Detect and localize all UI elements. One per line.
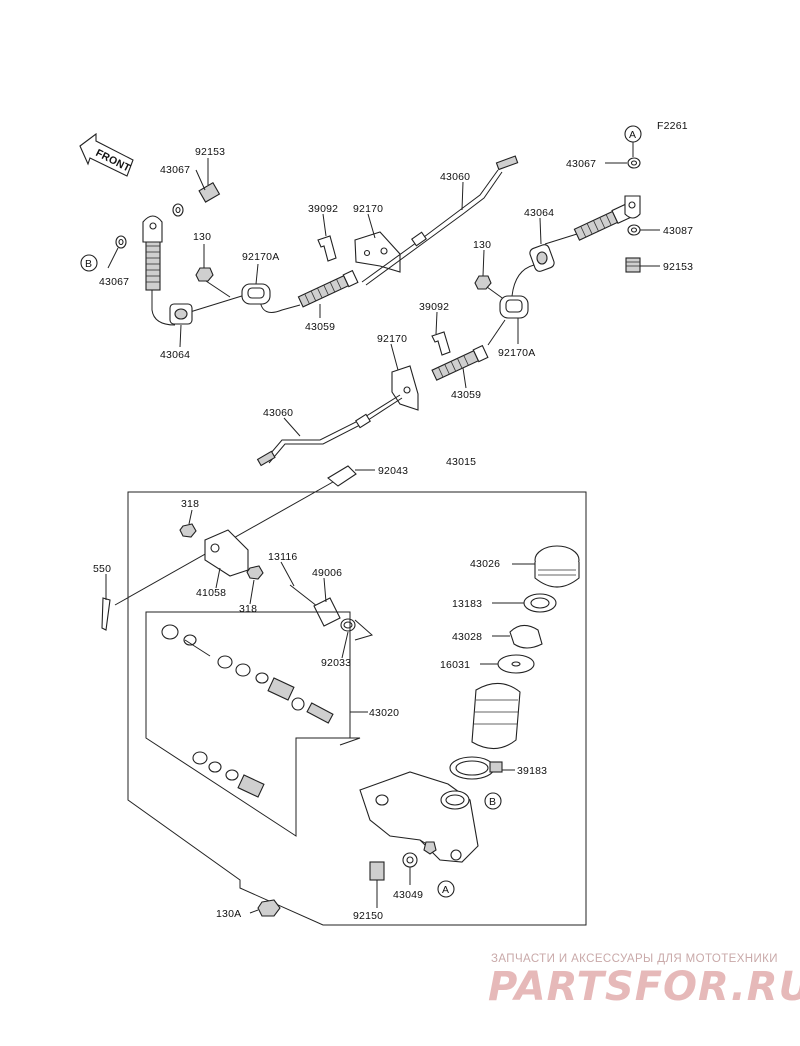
label-92170-t: 92170	[353, 203, 383, 215]
callout-b-bottom: B	[484, 792, 502, 810]
label-92170A-l: 92170A	[242, 251, 279, 263]
label-92170-m: 92170	[377, 333, 407, 345]
label-43049: 43049	[393, 889, 423, 901]
label-43067-l: 43067	[99, 276, 129, 288]
label-43059-l: 43059	[305, 321, 335, 333]
left-cable-assembly	[115, 155, 519, 326]
label-16031: 16031	[440, 659, 470, 671]
label-43026: 43026	[470, 558, 500, 570]
label-49006: 49006	[312, 567, 342, 579]
label-43020: 43020	[369, 707, 399, 719]
label-43060-l: 43060	[263, 407, 293, 419]
label-39092-t: 39092	[308, 203, 338, 215]
leader-lines	[105, 142, 660, 914]
right-cable-assembly	[256, 157, 641, 467]
label-92170A-r: 92170A	[498, 347, 535, 359]
label-43064-l: 43064	[160, 349, 190, 361]
label-130-r: 130	[473, 239, 491, 251]
diagram-code: F2261	[657, 120, 688, 132]
label-39092-m: 39092	[419, 301, 449, 313]
watermark-tagline: ЗАПЧАСТИ И АКСЕССУАРЫ ДЛЯ МОТОТЕХНИКИ	[491, 953, 778, 965]
label-43087-r: 43087	[663, 225, 693, 237]
label-43064-r: 43064	[524, 207, 554, 219]
label-43067-r: 43067	[566, 158, 596, 170]
master-cylinder-assembly	[101, 465, 587, 926]
label-41058: 41058	[196, 587, 226, 599]
callout-a-top: A	[624, 125, 642, 143]
label-39183: 39183	[517, 765, 547, 777]
threaded-rod-left	[145, 239, 161, 291]
callout-a-bottom: A	[437, 880, 455, 898]
label-92033: 92033	[321, 657, 351, 669]
label-130A: 130A	[216, 908, 241, 920]
watermark-brand: PARTSFOR.RU	[488, 964, 800, 1010]
label-43028: 43028	[452, 631, 482, 643]
label-92153-r: 92153	[663, 261, 693, 273]
label-43059-m: 43059	[451, 389, 481, 401]
label-43015: 43015	[446, 456, 476, 468]
label-43060-t: 43060	[440, 171, 470, 183]
part-labels: 92153 43067 43067 130 92170A 43064 43059…	[93, 146, 693, 922]
label-13116: 13116	[268, 551, 297, 563]
label-92153-tl: 92153	[195, 146, 225, 158]
label-318-t: 318	[181, 498, 199, 510]
svg-text:B: B	[489, 796, 496, 808]
front-arrow-icon: FRONT	[79, 132, 134, 177]
svg-text:A: A	[442, 884, 449, 896]
label-130-l: 130	[193, 231, 211, 243]
label-550: 550	[93, 563, 111, 575]
label-318-b: 318	[239, 603, 257, 615]
callout-b-left: B	[80, 254, 98, 272]
svg-text:A: A	[629, 129, 636, 141]
svg-text:B: B	[85, 258, 92, 270]
label-92043: 92043	[378, 465, 408, 477]
label-43067-tl: 43067	[160, 164, 190, 176]
label-13183: 13183	[452, 598, 482, 610]
watermark: ЗАПЧАСТИ И АКСЕССУАРЫ ДЛЯ МОТОТЕХНИКИ PA…	[488, 953, 800, 1010]
label-92150: 92150	[353, 910, 383, 922]
